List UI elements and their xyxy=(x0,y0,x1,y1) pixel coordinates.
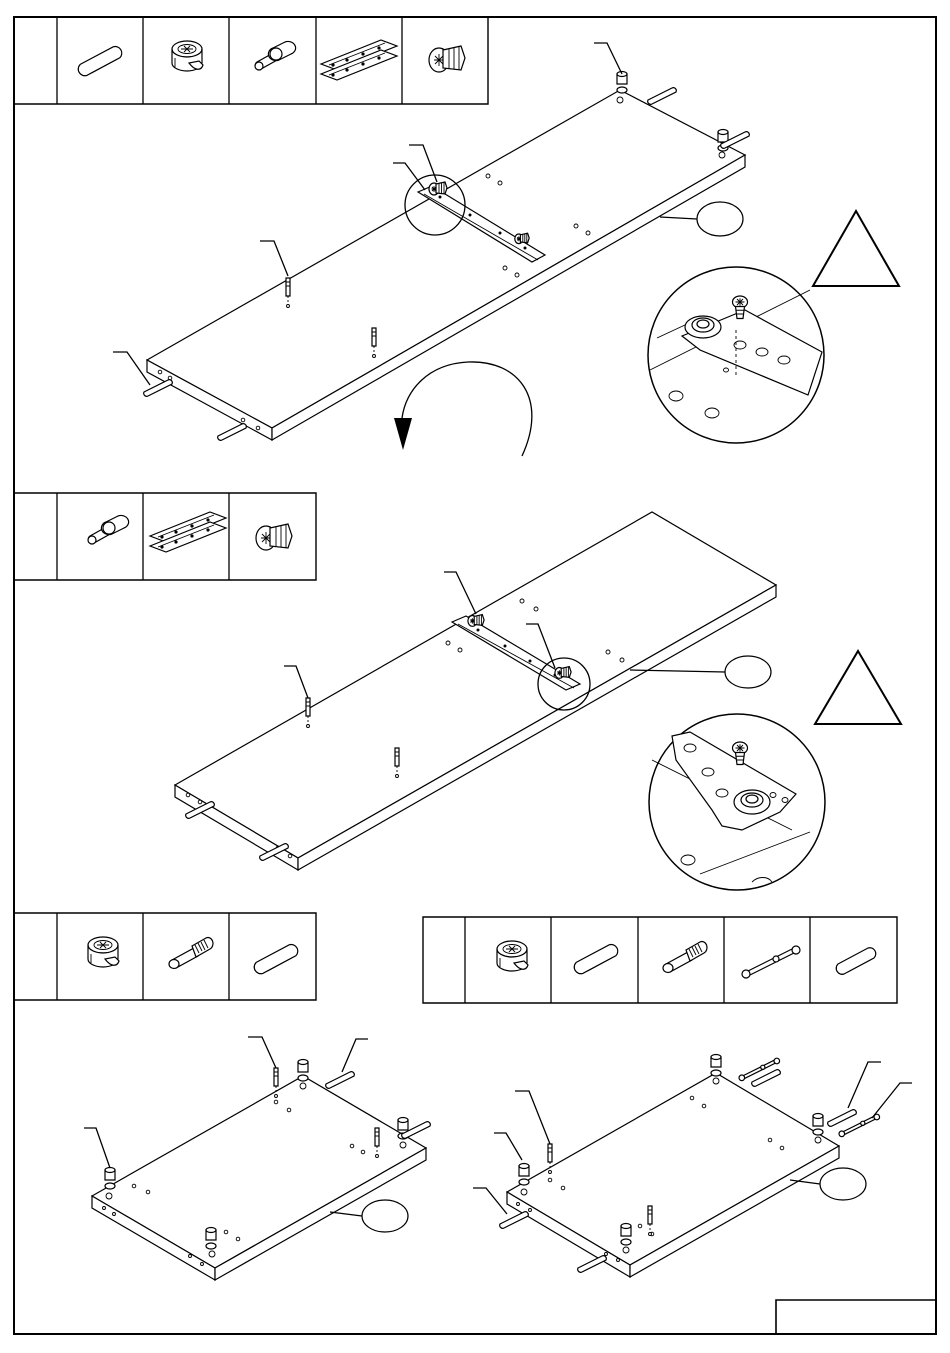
warning-triangle-icon xyxy=(815,651,901,724)
magnified-detail-icon xyxy=(649,714,825,890)
rotate-arrow-icon xyxy=(394,362,532,456)
title-block xyxy=(776,1300,936,1334)
double-bolt-icon xyxy=(742,946,800,978)
dowel-icon xyxy=(254,945,298,974)
cam-lock-icon xyxy=(88,937,119,967)
dowel-icon xyxy=(78,47,122,76)
cam-bolt-icon xyxy=(255,41,296,70)
dowel-icon xyxy=(574,945,618,974)
shelf-panel-3 xyxy=(84,1037,430,1280)
cam-lock-icon xyxy=(497,941,528,971)
parts-strip-step-4 xyxy=(423,917,897,1003)
cam-lock-icon xyxy=(172,41,203,71)
step-4 xyxy=(423,917,912,1277)
parts-strip-step-1 xyxy=(14,17,488,104)
drawer-runner-icon xyxy=(150,512,226,552)
step-1 xyxy=(14,17,899,456)
magnified-detail-icon xyxy=(648,267,824,443)
dowel-icon xyxy=(836,948,876,975)
drawer-runner-icon xyxy=(321,40,397,80)
euro-screw-icon xyxy=(429,46,465,72)
cam-bolt-icon xyxy=(88,515,129,544)
threaded-cam-bolt-icon xyxy=(169,938,213,969)
threaded-cam-bolt-icon xyxy=(663,942,707,973)
parts-strip-step-2 xyxy=(14,493,316,580)
step-2 xyxy=(14,493,901,890)
parts-strip-step-3 xyxy=(14,913,316,1000)
euro-screw-icon xyxy=(256,524,292,550)
step-3 xyxy=(14,913,430,1280)
shelf-panel-4 xyxy=(473,1055,912,1278)
warning-triangle-icon xyxy=(813,211,899,286)
